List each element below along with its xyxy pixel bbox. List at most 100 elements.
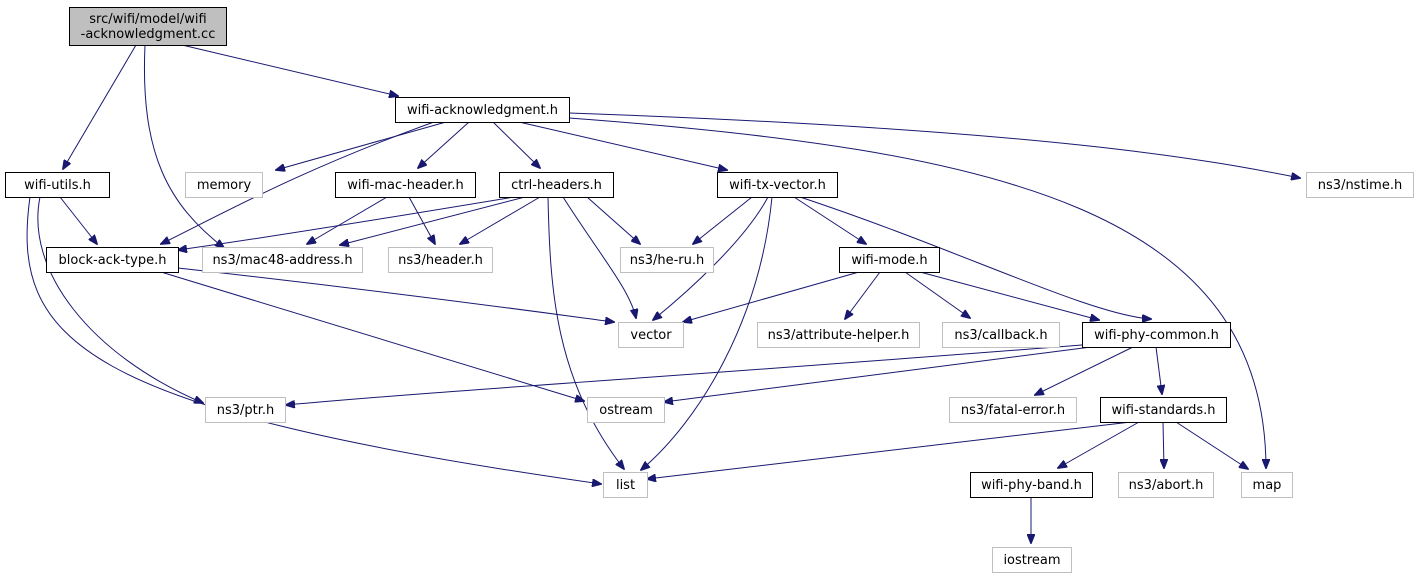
edge-wifi-tx-vector-h-to-he-ru-h	[693, 196, 753, 244]
node-label: ns3/callback.h	[954, 328, 1047, 343]
node-label: ns3/fatal-error.h	[961, 403, 1065, 418]
edge-wifi-utils-h-to-block-ack-type-h	[59, 196, 97, 244]
edge-root-to-wifi-utils-h	[63, 44, 137, 169]
edge-wifi-mode-h-to-vector	[683, 271, 860, 322]
node-box	[717, 172, 838, 198]
node-box	[1100, 397, 1227, 423]
node-box	[5, 172, 110, 198]
edge-wifi-mode-h-to-wifi-phy-common-h	[919, 271, 1099, 320]
node-ctrl-headers-h[interactable]: ctrl-headers.h	[499, 172, 614, 198]
edge-wifi-ack-h-to-memory	[276, 121, 447, 170]
node-label: wifi-mode.h	[851, 253, 927, 268]
node-label: wifi-phy-common.h	[1094, 328, 1219, 343]
node-he-ru-h: ns3/he-ru.h	[620, 247, 714, 273]
edge-wifi-ack-h-to-wifi-tx-vector-h	[518, 121, 727, 170]
edge-wifi-ack-h-to-nstime-h	[568, 112, 1300, 178]
node-label: ostream	[599, 403, 653, 418]
edge-wifi-standards-h-to-wifi-phy-band-h	[1058, 421, 1140, 468]
node-label: list	[616, 478, 635, 493]
node-label: -acknowledgment.cc	[81, 27, 216, 42]
edge-ctrl-headers-h-to-list	[547, 196, 624, 469]
node-box	[618, 322, 684, 348]
edge-ctrl-headers-h-to-header-h	[460, 196, 541, 244]
node-box	[499, 172, 614, 198]
node-iostream: iostream	[992, 547, 1072, 573]
node-label: ctrl-headers.h	[511, 178, 602, 193]
node-label: ns3/ptr.h	[217, 403, 275, 418]
node-label: ns3/nstime.h	[1318, 178, 1402, 193]
edge-block-ack-type-h-to-vector	[177, 267, 614, 322]
node-box	[1241, 472, 1293, 498]
node-wifi-standards-h[interactable]: wifi-standards.h	[1100, 397, 1227, 423]
edge-ctrl-headers-h-to-he-ru-h	[586, 196, 640, 244]
edge-wifi-utils-h-to-list	[26, 196, 601, 484]
node-wifi-tx-vector-h[interactable]: wifi-tx-vector.h	[717, 172, 838, 198]
node-block-ack-type-h[interactable]: block-ack-type.h	[46, 247, 179, 273]
node-box	[46, 247, 179, 273]
node-label: wifi-standards.h	[1112, 403, 1216, 418]
node-nstime-h: ns3/nstime.h	[1306, 172, 1414, 198]
edge-ctrl-headers-h-to-mac48-h	[340, 196, 526, 245]
node-label: wifi-tx-vector.h	[729, 178, 826, 193]
edge-wifi-ack-h-to-block-ack-type-h	[161, 121, 435, 244]
node-wifi-mac-header-h[interactable]: wifi-mac-header.h	[335, 172, 476, 198]
node-label: ns3/abort.h	[1129, 478, 1204, 493]
node-label: vector	[630, 328, 672, 343]
edge-root-to-mac48-h	[143, 44, 224, 248]
edge-wifi-ack-h-to-ctrl-headers-h	[492, 121, 540, 168]
node-fatal-error-h: ns3/fatal-error.h	[949, 397, 1077, 423]
node-label: wifi-mac-header.h	[347, 178, 464, 193]
node-abort-h: ns3/abort.h	[1118, 472, 1214, 498]
node-label: map	[1253, 478, 1282, 493]
node-box	[1082, 322, 1231, 348]
node-ptr-h: ns3/ptr.h	[205, 397, 286, 423]
node-wifi-ack-h[interactable]: wifi-acknowledgment.h	[395, 97, 570, 123]
edge-wifi-phy-common-h-to-wifi-standards-h	[1155, 346, 1162, 394]
edge-block-ack-type-h-to-ostream	[160, 271, 584, 401]
node-root[interactable]: src/wifi/model/wifi-acknowledgment.cc	[69, 7, 227, 46]
edge-wifi-mode-h-to-attribute-helper-h	[845, 271, 881, 319]
node-ostream: ostream	[587, 397, 665, 423]
node-label: memory	[197, 178, 252, 193]
edge-wifi-standards-h-to-map	[1175, 421, 1248, 469]
edge-wifi-phy-common-h-to-ostream	[664, 346, 1092, 402]
node-box	[205, 397, 286, 423]
node-wifi-phy-common-h[interactable]: wifi-phy-common.h	[1082, 322, 1231, 348]
node-wifi-utils-h[interactable]: wifi-utils.h	[5, 172, 110, 198]
edge-wifi-tx-vector-h-to-vector	[653, 196, 769, 320]
node-vector: vector	[618, 322, 684, 348]
node-attribute-helper-h: ns3/attribute-helper.h	[757, 322, 920, 348]
node-box	[69, 7, 227, 46]
node-box	[757, 322, 920, 348]
node-box	[1306, 172, 1414, 198]
node-box	[335, 172, 476, 198]
node-label: ns3/mac48-address.h	[212, 253, 352, 268]
node-label: src/wifi/model/wifi	[89, 12, 206, 27]
node-map: map	[1241, 472, 1293, 498]
node-box	[185, 172, 263, 198]
edge-wifi-mode-h-to-callback-h	[904, 271, 970, 318]
node-box	[839, 247, 940, 273]
node-box	[1118, 472, 1214, 498]
node-box	[395, 97, 570, 123]
node-wifi-phy-band-h[interactable]: wifi-phy-band.h	[970, 472, 1093, 498]
node-wifi-mode-h[interactable]: wifi-mode.h	[839, 247, 940, 273]
node-label: ns3/header.h	[398, 253, 483, 268]
node-label: wifi-utils.h	[24, 178, 91, 193]
node-box	[949, 397, 1077, 423]
edges-layer	[26, 44, 1300, 543]
node-header-h: ns3/header.h	[388, 247, 493, 273]
edge-wifi-tx-vector-h-to-wifi-phy-common-h	[799, 196, 1151, 319]
edge-root-to-wifi-ack-h	[181, 44, 398, 96]
edge-wifi-phy-common-h-to-fatal-error-h	[1035, 346, 1134, 395]
edge-wifi-standards-h-to-abort-h	[1163, 421, 1164, 468]
nodes-layer: src/wifi/model/wifi-acknowledgment.cc wif…	[5, 7, 1414, 573]
edge-ctrl-headers-h-to-vector	[562, 196, 636, 318]
edge-ctrl-headers-h-to-block-ack-type-h	[178, 196, 515, 250]
node-box	[603, 472, 648, 498]
node-label: ns3/he-ru.h	[630, 253, 705, 268]
edge-wifi-phy-common-h-to-ptr-h	[286, 344, 1083, 405]
node-label: wifi-phy-band.h	[981, 478, 1082, 493]
node-box	[587, 397, 665, 423]
